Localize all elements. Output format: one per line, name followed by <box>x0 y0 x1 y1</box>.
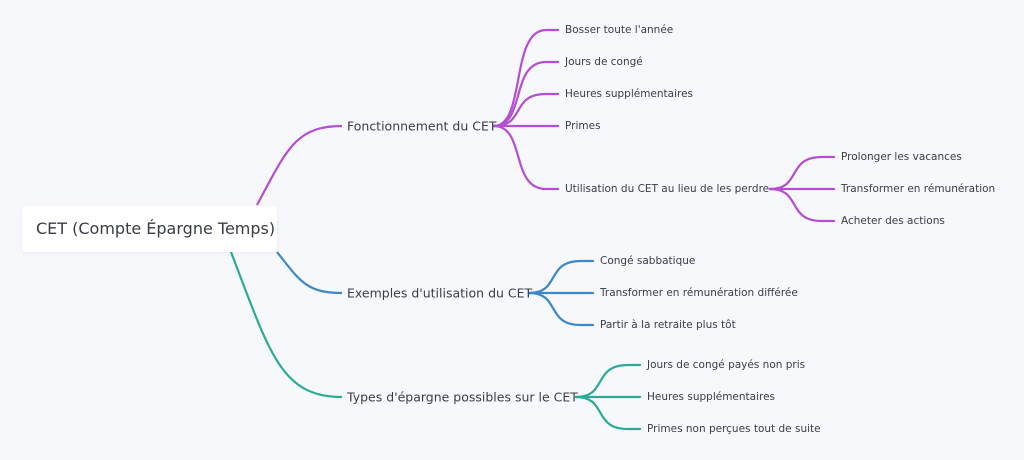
leaf-retraite[interactable]: Partir à la retraite plus tôt <box>600 319 736 331</box>
branch-exemples[interactable]: Exemples d'utilisation du CET <box>347 285 533 301</box>
leaf-heures-sup[interactable]: Heures supplémentaires <box>565 88 694 100</box>
link-types-child-2 <box>574 395 642 431</box>
link-fonctionnement-child-0 <box>492 28 560 128</box>
leaf-utilisation[interactable]: Utilisation du CET au lieu de les perdre <box>565 183 770 195</box>
branch-fonctionnement[interactable]: Fonctionnement du CET <box>347 118 497 134</box>
link-utilisation-child-2 <box>768 187 836 223</box>
link-types-child-0 <box>574 363 642 399</box>
leaf-remuneration-differee[interactable]: Transformer en rémunération différée <box>600 287 798 299</box>
leaf-primes-non-percues[interactable]: Primes non perçues tout de suite <box>647 423 821 435</box>
link-utilisation-child-0 <box>768 155 836 191</box>
link-root-fonctionnement <box>256 124 343 206</box>
leaf-jours-conge[interactable]: Jours de congé <box>565 56 643 68</box>
leaf-acheter[interactable]: Acheter des actions <box>841 215 945 227</box>
leaf-conges-payes[interactable]: Jours de congé payés non pris <box>647 359 806 371</box>
link-root-types <box>229 251 343 399</box>
leaf-heures-sup-2[interactable]: Heures supplémentaires <box>647 391 776 403</box>
link-fonctionnement-child-1 <box>492 60 560 128</box>
link-exemples-child-0 <box>527 259 595 295</box>
leaf-transformer[interactable]: Transformer en rémunération <box>841 183 996 195</box>
leaf-prolonger[interactable]: Prolonger les vacances <box>841 151 962 163</box>
leaf-bosser[interactable]: Bosser toute l'année <box>565 24 674 36</box>
leaf-sabbatique[interactable]: Congé sabbatique <box>600 255 696 267</box>
link-fonctionnement-child-4 <box>492 124 560 191</box>
link-fonctionnement-child-2 <box>492 92 560 128</box>
leaf-primes[interactable]: Primes <box>565 120 601 132</box>
link-exemples-child-2 <box>527 291 595 327</box>
root-node[interactable]: CET (Compte Épargne Temps) <box>22 206 277 252</box>
link-root-exemples <box>276 251 343 295</box>
branch-types[interactable]: Types d'épargne possibles sur le CET <box>347 389 578 405</box>
